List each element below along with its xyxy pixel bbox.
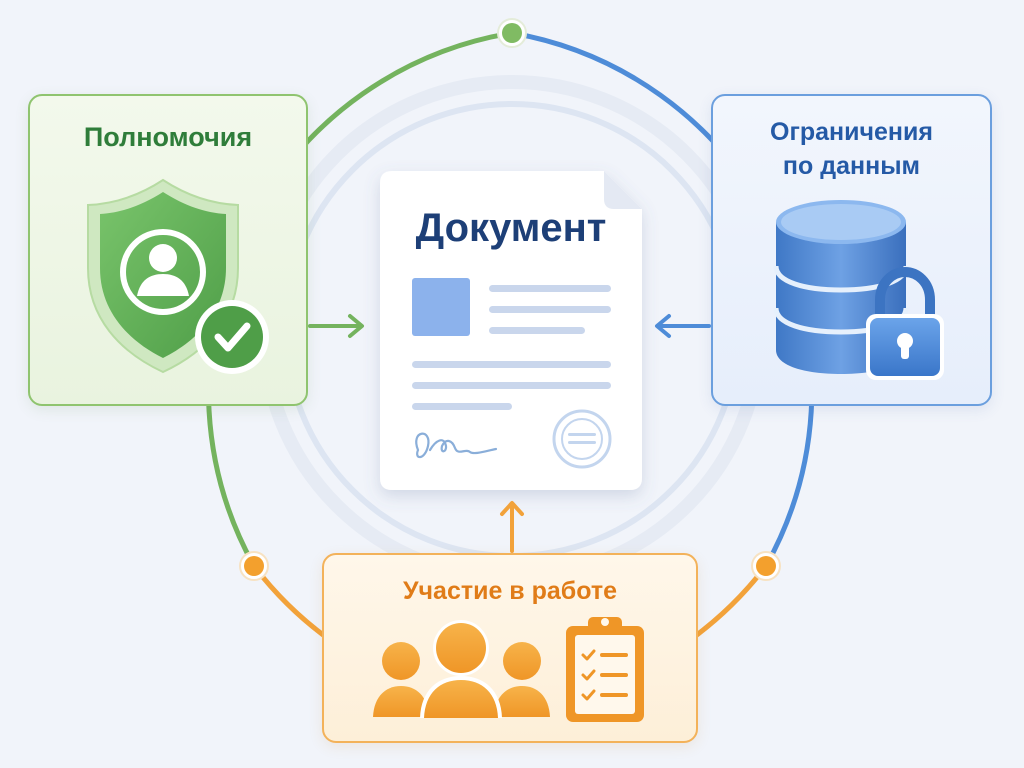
right-node-marker (751, 551, 781, 581)
document-line (412, 361, 611, 368)
people-group-icon (373, 620, 550, 718)
blue-arrow (655, 314, 711, 338)
top-node-marker (497, 18, 527, 48)
participation-title: Участие в работе (402, 577, 618, 605)
document-line (489, 285, 611, 292)
document-line (412, 382, 611, 389)
document-image-placeholder (412, 278, 470, 336)
lock-icon (866, 266, 944, 380)
permissions-title: Полномочия (83, 122, 253, 152)
left-node-marker (239, 551, 269, 581)
green-arrow (308, 314, 364, 338)
stamp-icon (552, 409, 612, 469)
clipboard-checklist-icon (566, 617, 644, 722)
check-circle-icon (195, 300, 269, 374)
signature-icon (415, 432, 498, 459)
document-line (489, 306, 611, 313)
document-line (489, 327, 585, 334)
document-fold-corner (604, 171, 642, 209)
orange-arrow (500, 501, 524, 553)
document-line (412, 403, 512, 410)
document-title: Документ (415, 206, 607, 250)
